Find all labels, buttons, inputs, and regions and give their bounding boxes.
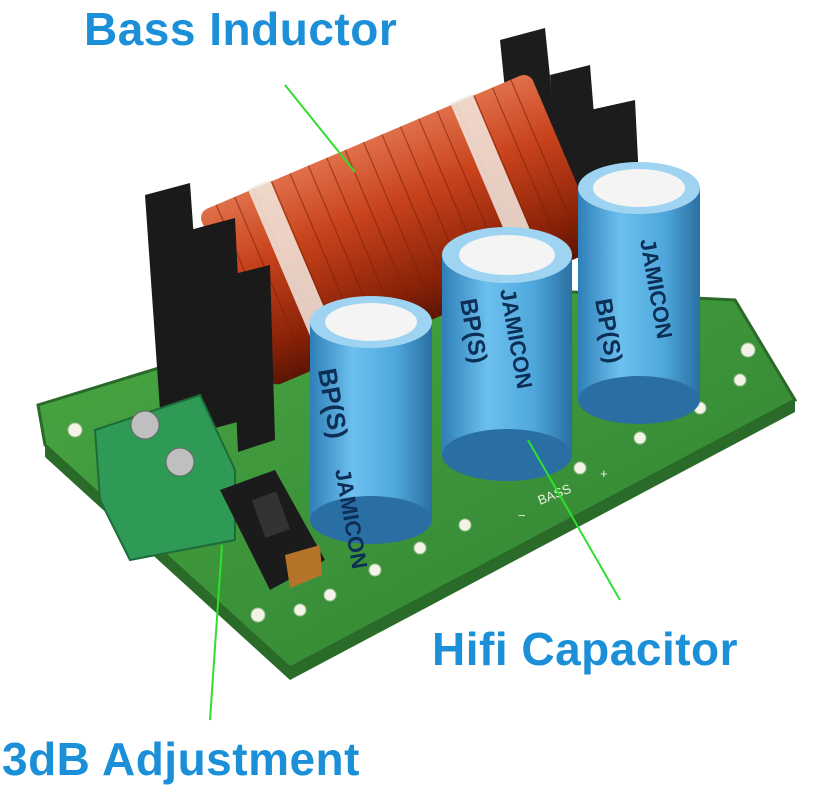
terminal-block <box>93 393 236 562</box>
hifi-capacitor-label: Hifi Capacitor <box>432 623 739 675</box>
bass-inductor-label: Bass Inductor <box>84 3 398 55</box>
capacitor-callout-line <box>527 439 621 601</box>
capacitor-1: JAMICON BP(S) <box>310 296 432 571</box>
adjustment-callout-line <box>209 544 223 721</box>
3db-adjustment-switch <box>220 470 325 590</box>
minus-silkscreen: − <box>518 508 526 523</box>
plus-silkscreen: + <box>600 466 608 481</box>
inductor-callout-line <box>284 84 356 173</box>
bobbin-flange-left <box>145 183 275 452</box>
3db-adjustment-label: 3dB Adjustment <box>2 733 360 785</box>
capacitor-2: BP(S) JAMICON <box>442 227 572 481</box>
capacitor-3: BP(S) JAMICON <box>578 162 700 424</box>
pcb-holes <box>67 342 756 623</box>
